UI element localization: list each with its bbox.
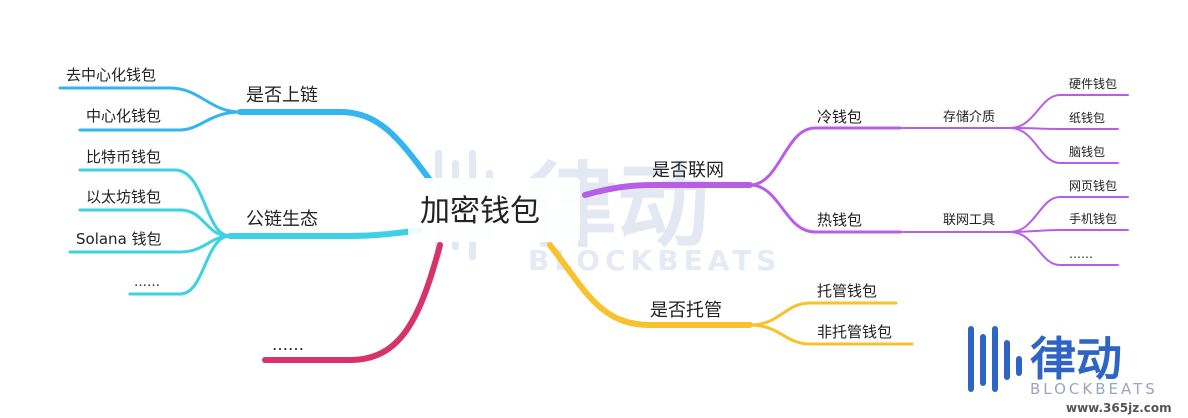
node-centralized-wallet[interactable]: 中心化钱包	[86, 107, 161, 125]
logo-site: www.365jz.com	[1066, 401, 1172, 415]
edge-root-more	[262, 242, 443, 363]
node-mobile-wallet[interactable]: 手机钱包	[1069, 211, 1117, 226]
node-hot-more[interactable]: ……	[1069, 247, 1093, 261]
edge-root-lianwang	[582, 182, 753, 198]
node-paper-wallet[interactable]: 纸钱包	[1069, 110, 1105, 125]
logo-site-bg	[1062, 398, 1180, 416]
edge-tuoguan-noncustodial	[748, 323, 914, 346]
edge-tuoguan-custodial	[748, 301, 898, 327]
node-brain-wallet[interactable]: 脑钱包	[1069, 144, 1105, 159]
node-decentralized-wallet[interactable]: 去中心化钱包	[66, 66, 156, 84]
edge-shangLian-decentral	[58, 86, 242, 114]
node-hardware-wallet[interactable]: 硬件钱包	[1069, 76, 1117, 91]
edge-gonglian-more	[128, 234, 232, 296]
edge-root-gonglian	[227, 227, 423, 239]
edge-network-web	[1009, 196, 1129, 233]
edge-root-shangLian	[237, 109, 433, 183]
edge-root-tuoguan	[547, 242, 753, 328]
edge-storage-hardware	[1009, 94, 1129, 129]
root-label: 加密钱包	[420, 194, 540, 229]
edge-gonglian-btc	[78, 168, 232, 238]
node-noncustodial-wallet[interactable]: 非托管钱包	[817, 323, 892, 341]
node-cold-wallet[interactable]: 冷钱包	[817, 108, 862, 126]
node-solana-wallet[interactable]: Solana 钱包	[76, 230, 162, 248]
edge-network-more	[1009, 231, 1119, 266]
node-lianwang[interactable]: 是否联网	[652, 160, 724, 181]
node-more-branch[interactable]: ……	[272, 335, 304, 354]
node-ethereum-wallet[interactable]: 以太坊钱包	[86, 188, 161, 206]
node-web-wallet[interactable]: 网页钱包	[1069, 178, 1117, 193]
root-node-box	[408, 178, 580, 242]
node-gonglian-more[interactable]: ……	[134, 275, 160, 290]
logo-en: BLOCKBEATS	[1030, 380, 1158, 398]
node-tuoguan[interactable]: 是否托管	[650, 300, 722, 321]
blockbeats-logo: 律动 BLOCKBEATS www.365jz.com	[968, 326, 1180, 416]
node-bitcoin-wallet[interactable]: 比特币钱包	[86, 148, 161, 166]
edge-shangLian-central	[78, 110, 242, 132]
edge-lianwang-hot	[748, 183, 902, 234]
node-custodial-wallet[interactable]: 托管钱包	[817, 282, 877, 300]
node-network-tool[interactable]: 联网工具	[943, 213, 995, 228]
edge-storage-paper	[1009, 127, 1119, 130]
edge-storage-brain	[1009, 127, 1119, 164]
node-gonglian[interactable]: 公链生态	[246, 209, 318, 230]
logo-bars-icon	[968, 326, 1022, 392]
edge-network-mobile	[1009, 229, 1129, 233]
edge-lianwang-cold	[748, 126, 902, 187]
node-storage-medium[interactable]: 存储介质	[943, 110, 995, 125]
node-shanglian[interactable]: 是否上链	[246, 85, 318, 106]
node-hot-wallet[interactable]: 热钱包	[817, 211, 862, 229]
watermark-en: BLOCKBEATS	[528, 244, 781, 277]
edge-gonglian-eth	[78, 208, 232, 238]
root-node[interactable]: 加密钱包	[408, 178, 580, 242]
logo-cn: 律动	[1030, 332, 1122, 386]
